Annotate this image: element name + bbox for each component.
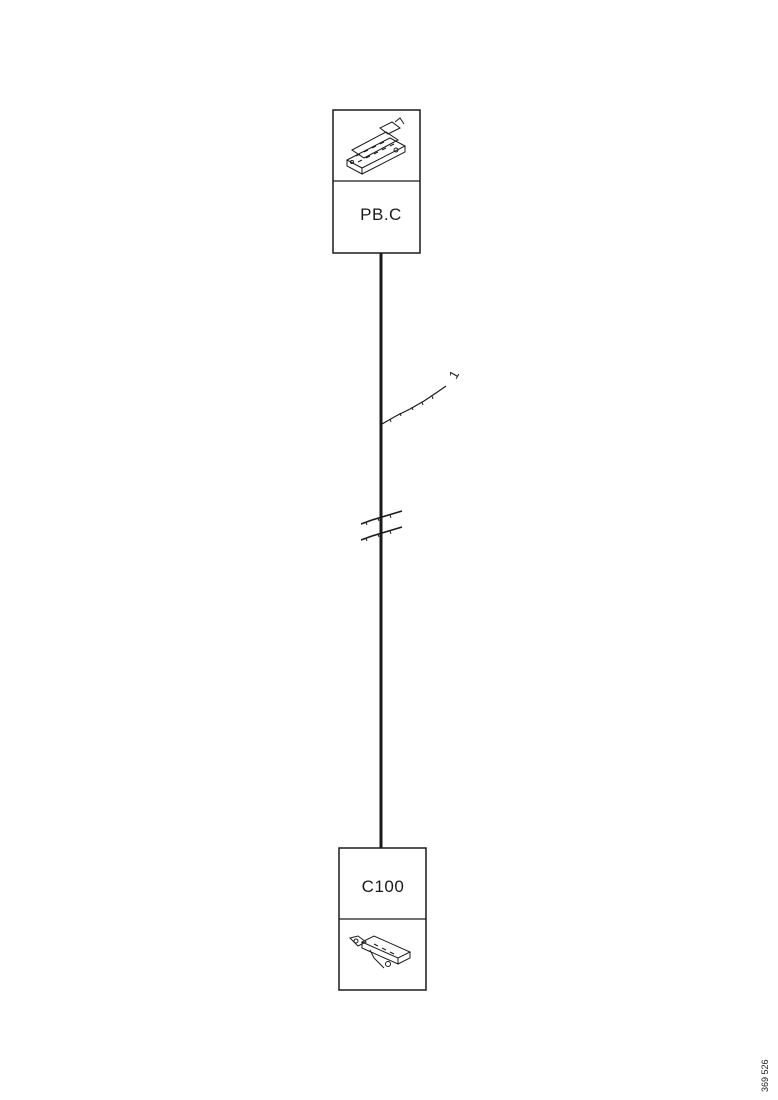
wire-break-symbol bbox=[360, 510, 403, 542]
wire-marker-label: 1 bbox=[446, 368, 463, 382]
bulkhead-connector-icon bbox=[345, 117, 407, 175]
component-label-c100: C100 bbox=[362, 877, 405, 896]
wire-marker-leader bbox=[381, 385, 447, 425]
cable-connector-icon bbox=[349, 935, 412, 969]
document-id: 369 526 bbox=[760, 1059, 770, 1092]
wire-marker: 1 bbox=[381, 368, 463, 425]
component-box-pbc[interactable]: PB.C bbox=[332, 109, 421, 254]
component-box-c100[interactable]: C100 bbox=[338, 847, 427, 991]
wire-marker-ticks bbox=[389, 395, 434, 423]
component-label-pbc: PB.C bbox=[360, 205, 402, 224]
